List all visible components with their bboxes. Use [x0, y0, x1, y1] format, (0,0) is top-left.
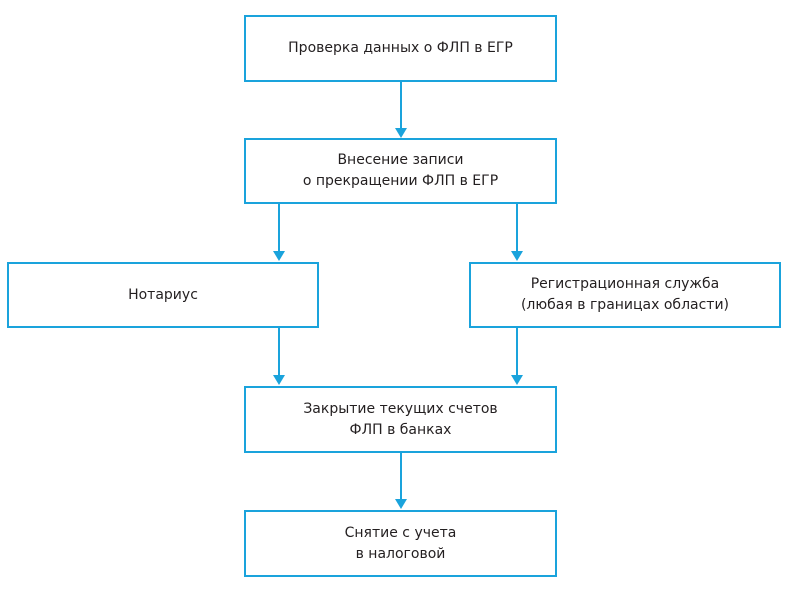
node-registration-service: Регистрационная служба (любая в границах…	[469, 262, 781, 328]
arrowhead-close-accounts-to-deregister	[395, 499, 407, 509]
node-check-data: Проверка данных о ФЛП в ЕГР	[244, 15, 557, 82]
node-close-accounts: Закрытие текущих счетов ФЛП в банках	[244, 386, 557, 453]
node-notary: Нотариус	[7, 262, 319, 328]
arrowhead-registration-to-close-accounts	[511, 375, 523, 385]
arrowhead-notary-to-close-accounts	[273, 375, 285, 385]
node-notary-label: Нотариус	[128, 286, 198, 303]
node-deregister-tax-label: Снятие с учета в налоговой	[344, 524, 457, 562]
node-record-termination-label: Внесение записи о прекращении ФЛП в ЕГР	[302, 152, 499, 189]
node-record-termination: Внесение записи о прекращении ФЛП в ЕГР	[244, 138, 557, 204]
node-deregister-tax: Снятие с учета в налоговой	[244, 510, 557, 577]
node-close-accounts-label: Закрытие текущих счетов ФЛП в банках	[303, 400, 498, 438]
node-check-data-label: Проверка данных о ФЛП в ЕГР	[288, 40, 513, 56]
arrowhead-record-to-notary	[273, 251, 285, 261]
arrowhead-record-to-registration	[511, 251, 523, 261]
arrowhead-check-to-record	[395, 128, 407, 138]
node-registration-service-label: Регистрационная служба (любая в границах…	[520, 276, 730, 313]
